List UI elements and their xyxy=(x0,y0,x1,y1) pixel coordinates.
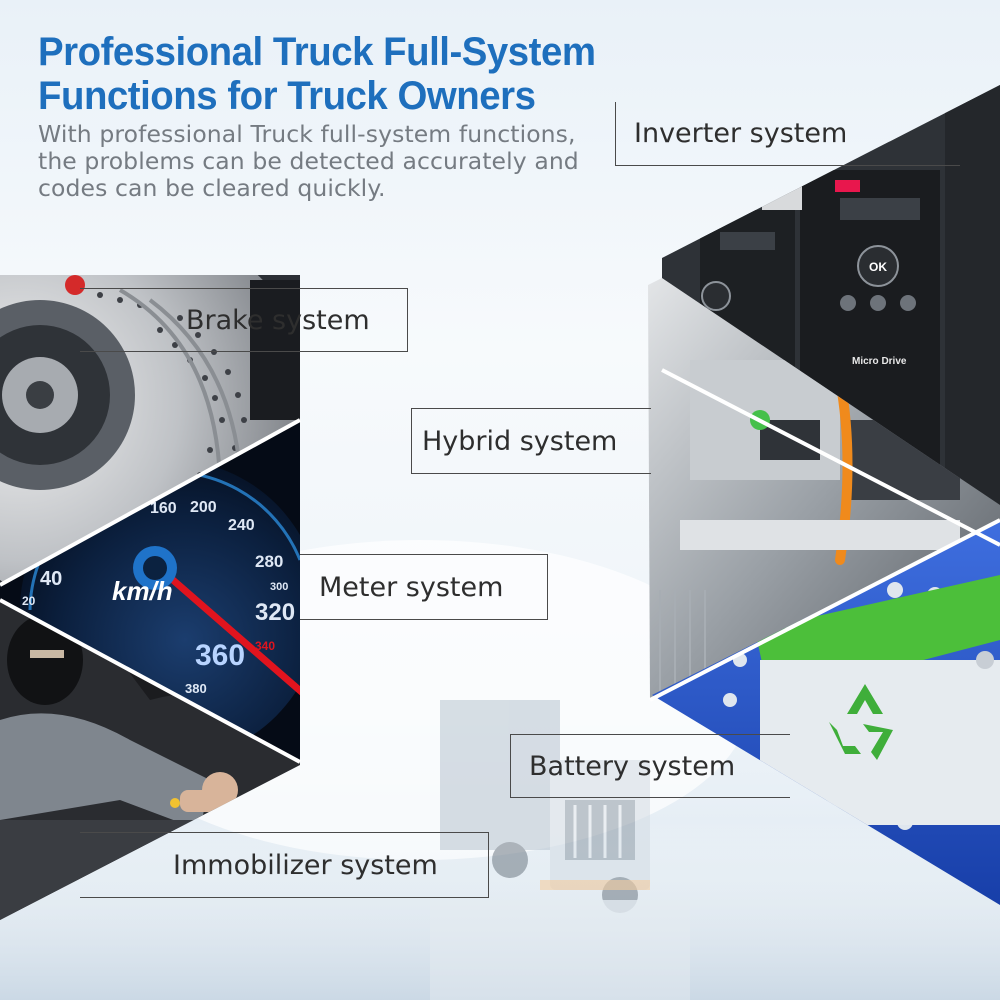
inverter-system-text: Inverter system xyxy=(634,118,848,149)
inverter-system-label: Inverter system xyxy=(615,102,960,166)
page-title: Professional Truck Full-System Functions… xyxy=(38,30,596,118)
recycle-icon xyxy=(829,684,893,760)
tick-label: 240 xyxy=(228,517,255,534)
tick-label: 280 xyxy=(255,552,283,571)
tick-label: 300 xyxy=(270,581,288,593)
battery-system-text: Battery system xyxy=(529,750,736,782)
ok-button-label: OK xyxy=(869,260,887,274)
title-line-1: Professional Truck Full-System xyxy=(38,30,596,74)
hybrid-system-label: Hybrid system xyxy=(411,408,651,474)
immobilizer-system-text: Immobilizer system xyxy=(173,849,438,881)
tick-label: 360 xyxy=(195,639,245,672)
speed-unit: km/h xyxy=(112,576,173,606)
tick-label: 320 xyxy=(255,599,295,626)
truck-background xyxy=(430,700,690,1000)
inverter-brand: Micro Drive xyxy=(852,356,907,367)
immobilizer-system-label: Immobilizer system xyxy=(80,832,489,898)
tick-label: 20 xyxy=(22,594,36,608)
tick-label: 40 xyxy=(40,568,62,590)
title-line-2: Functions for Truck Owners xyxy=(38,74,536,118)
tick-label: 380 xyxy=(185,681,207,696)
tick-label: 200 xyxy=(190,499,217,516)
tick-label: 160 xyxy=(150,500,177,517)
brake-system-text: Brake system xyxy=(186,304,370,336)
meter-system-label: Meter system xyxy=(300,554,548,620)
hybrid-system-text: Hybrid system xyxy=(422,425,618,457)
page-subtitle: With professional Truck full-system func… xyxy=(38,120,579,202)
meter-system-text: Meter system xyxy=(319,571,504,603)
brake-system-label: Brake system xyxy=(80,288,408,352)
tick-label: 340 xyxy=(255,639,275,653)
battery-system-label: Battery system xyxy=(510,734,790,798)
